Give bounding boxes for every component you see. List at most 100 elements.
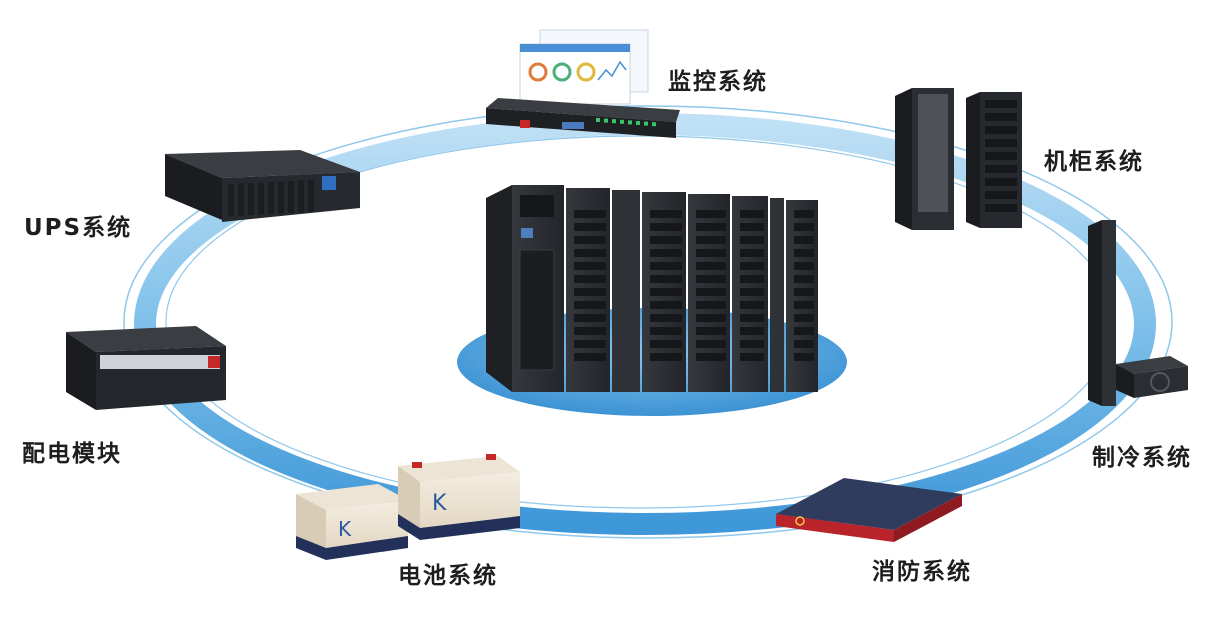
rack-server-slot — [650, 301, 682, 309]
rack-server-slot — [574, 236, 606, 244]
ups-vent-slot — [308, 180, 314, 212]
rack-server-slot — [574, 327, 606, 335]
label-cabinet-system: 机柜系统 — [1044, 149, 1144, 175]
rack-server-slot — [574, 353, 606, 361]
cabinet-server-slot — [985, 204, 1017, 212]
rack-server-slot — [650, 314, 682, 322]
svg-text:K: K — [432, 491, 447, 516]
rack-server-slot — [574, 249, 606, 257]
rack-server-slot — [740, 314, 764, 322]
rack-server-slot — [574, 340, 606, 348]
rack-server-slot — [740, 236, 764, 244]
rack-server-slot — [740, 210, 764, 218]
monitor-status-led — [596, 118, 600, 122]
monitor-status-led — [612, 119, 616, 124]
monitor-status-led — [620, 119, 624, 124]
rack-server-slot — [696, 353, 726, 361]
ups-vent-slot — [298, 180, 304, 213]
battery-system-device: K K — [296, 454, 520, 560]
rack-server-slot — [650, 210, 682, 218]
label-monitoring-system: 监控系统 — [668, 69, 768, 95]
rack-server-slot — [574, 262, 606, 270]
rack-server-slot — [794, 262, 814, 270]
rack-server-slot — [650, 288, 682, 296]
cooling-system-device — [1088, 220, 1188, 406]
ups-system-device — [165, 150, 360, 222]
monitor-status-led — [644, 121, 648, 126]
rack-server-slot — [794, 288, 814, 296]
rack-server-slot — [650, 353, 682, 361]
rack-server-slot — [794, 314, 814, 322]
rack-server-slot — [740, 353, 764, 361]
rack-server-slot — [650, 340, 682, 348]
cabinet-server-slot — [985, 100, 1017, 108]
rack-server-slot — [574, 288, 606, 296]
rack-server-slot — [740, 249, 764, 257]
rack-server-slot — [574, 301, 606, 309]
monitor-status-led — [636, 121, 640, 125]
rack-server-slot — [696, 223, 726, 231]
monitoring-system-device — [486, 29, 680, 138]
rack-server-slot — [696, 340, 726, 348]
rack-server-slot — [696, 314, 726, 322]
rack-server-slot — [794, 249, 814, 257]
fire-protection-device — [776, 478, 962, 542]
cabinet-server-slot — [985, 152, 1017, 160]
rack-server-slot — [794, 223, 814, 231]
rack-server-slot — [794, 327, 814, 335]
rack-server-slot — [650, 236, 682, 244]
svg-text:K: K — [338, 517, 352, 541]
label-battery-system: 电池系统 — [398, 563, 498, 589]
rack-server-slot — [696, 327, 726, 335]
rack-server-slot — [696, 275, 726, 283]
rack-server-slot — [574, 210, 606, 218]
rack-server-slot — [696, 236, 726, 244]
rack-server-slot — [650, 249, 682, 257]
rack-server-slot — [740, 327, 764, 335]
monitor-status-led — [652, 122, 656, 127]
rack-server-slot — [740, 340, 764, 348]
ups-vent-slot — [258, 182, 264, 215]
rack-server-slot — [650, 223, 682, 231]
rack-server-slot — [696, 262, 726, 270]
rack-server-slot — [696, 301, 726, 309]
rack-server-slot — [740, 262, 764, 270]
cabinet-server-slot — [985, 191, 1017, 199]
rack-server-slot — [650, 327, 682, 335]
cabinet-server-slot — [985, 113, 1017, 121]
label-cooling-system: 制冷系统 — [1092, 445, 1192, 471]
rack-server-slot — [574, 275, 606, 283]
ups-vent-slot — [268, 182, 274, 214]
rack-server-slot — [574, 314, 606, 322]
power-distribution-device — [66, 326, 226, 410]
ups-vent-slot — [248, 183, 254, 215]
rack-server-slot — [696, 288, 726, 296]
ups-vent-slot — [278, 181, 284, 214]
rack-server-slot — [740, 301, 764, 309]
monitor-status-led — [628, 120, 632, 125]
monitor-status-led — [604, 118, 608, 123]
rack-server-slot — [650, 275, 682, 283]
ups-vent-slot — [238, 183, 244, 216]
rack-server-slot — [696, 210, 726, 218]
rack-server-slot — [740, 223, 764, 231]
central-rack-array — [486, 185, 818, 392]
label-power-distribution: 配电模块 — [22, 441, 122, 467]
cabinet-server-slot — [985, 126, 1017, 134]
rack-server-slot — [794, 340, 814, 348]
ups-vent-slot — [288, 181, 294, 213]
cabinet-system-device — [895, 88, 1022, 230]
rack-server-slot — [740, 275, 764, 283]
rack-server-slot — [794, 301, 814, 309]
outer-ring-line — [123, 105, 1173, 539]
rack-server-slot — [740, 288, 764, 296]
ups-vent-slot — [228, 184, 234, 216]
rack-server-slot — [794, 353, 814, 361]
cabinet-server-slot — [985, 178, 1017, 186]
rack-server-slot — [794, 210, 814, 218]
cabinet-server-slot — [985, 165, 1017, 173]
label-fire-protection: 消防系统 — [872, 559, 972, 585]
rack-server-slot — [794, 236, 814, 244]
label-ups-system: UPS系统 — [24, 215, 133, 241]
